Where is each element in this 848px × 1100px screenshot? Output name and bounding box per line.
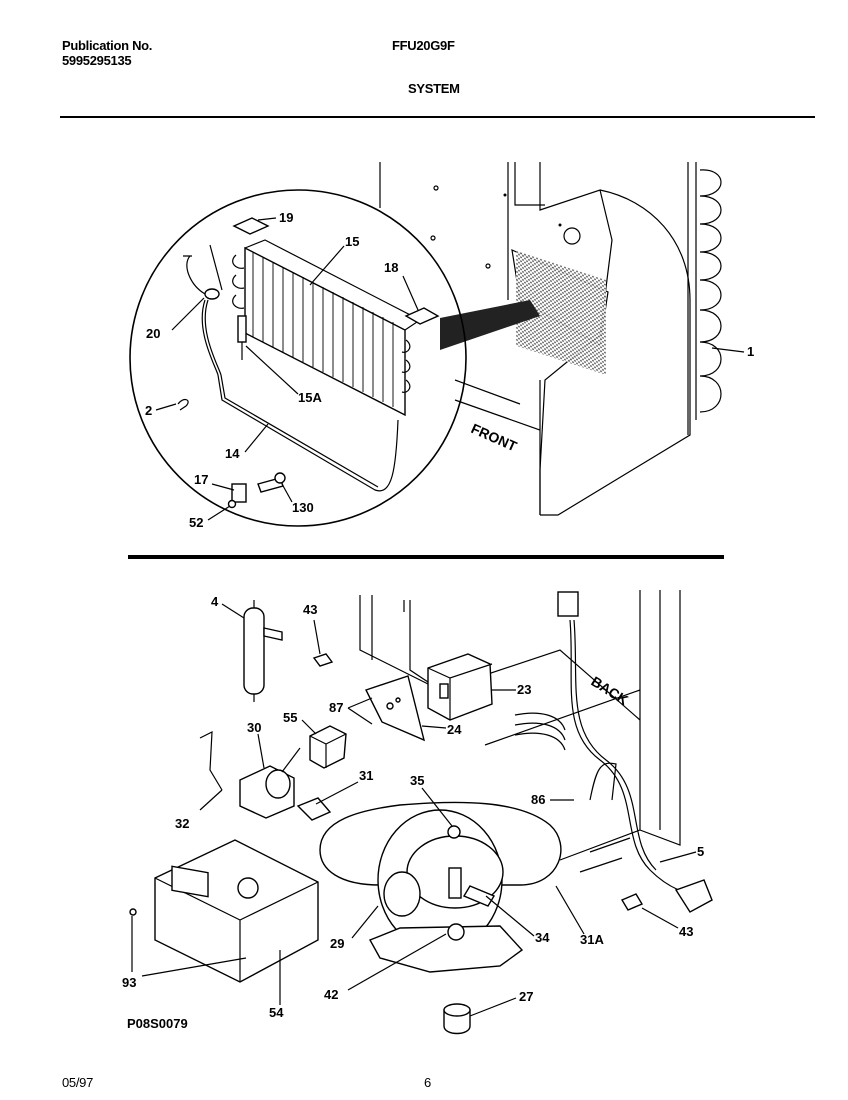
callout-5: 5 — [697, 844, 704, 859]
bottom-parts — [129, 600, 644, 1035]
callout-35: 35 — [410, 773, 424, 788]
callout-34: 34 — [535, 930, 550, 945]
model-number: FFU20G9F — [392, 38, 455, 53]
figure-code: P08S0079 — [127, 1016, 188, 1031]
callout-24: 24 — [447, 722, 462, 737]
callout-52: 52 — [189, 515, 203, 530]
top-callouts: 19 15 18 20 2 15A 14 17 52 130 1 FRONT — [145, 210, 754, 530]
publication-number: 5995295135 — [62, 53, 132, 68]
callout-31a: 31A — [580, 932, 604, 947]
callout-42: 42 — [324, 987, 338, 1002]
publication-label: Publication No. — [62, 38, 153, 53]
header-rule — [60, 116, 815, 118]
callout-93: 93 — [122, 975, 136, 990]
callout-32: 32 — [175, 816, 189, 831]
callout-27: 27 — [519, 989, 533, 1004]
callout-20: 20 — [146, 326, 160, 341]
detail-circle — [129, 189, 467, 527]
page-number: 6 — [424, 1075, 431, 1090]
callout-4: 4 — [211, 594, 219, 609]
callout-43-bottom: 43 — [679, 924, 693, 939]
callout-30: 30 — [247, 720, 261, 735]
section-divider — [128, 555, 724, 559]
label-front: FRONT — [469, 420, 520, 454]
callout-19: 19 — [279, 210, 293, 225]
callout-54: 54 — [269, 1005, 284, 1020]
callout-15: 15 — [345, 234, 359, 249]
callout-43-top: 43 — [303, 602, 317, 617]
evaporator-detail — [177, 217, 440, 509]
label-back: BACK — [588, 673, 631, 708]
callout-130: 130 — [292, 500, 314, 515]
callout-31: 31 — [359, 768, 373, 783]
callout-29: 29 — [330, 936, 344, 951]
callout-23: 23 — [517, 682, 531, 697]
callout-55: 55 — [283, 710, 297, 725]
callout-15a: 15A — [298, 390, 322, 405]
callout-14: 14 — [225, 446, 240, 461]
callout-1: 1 — [747, 344, 754, 359]
callout-18: 18 — [384, 260, 398, 275]
callout-17: 17 — [194, 472, 208, 487]
footer-date: 05/97 — [62, 1075, 94, 1090]
cabinet-drawing — [379, 162, 722, 516]
callout-2: 2 — [145, 403, 152, 418]
callout-87: 87 — [329, 700, 343, 715]
section-title: SYSTEM — [408, 81, 460, 96]
callout-86: 86 — [531, 792, 545, 807]
